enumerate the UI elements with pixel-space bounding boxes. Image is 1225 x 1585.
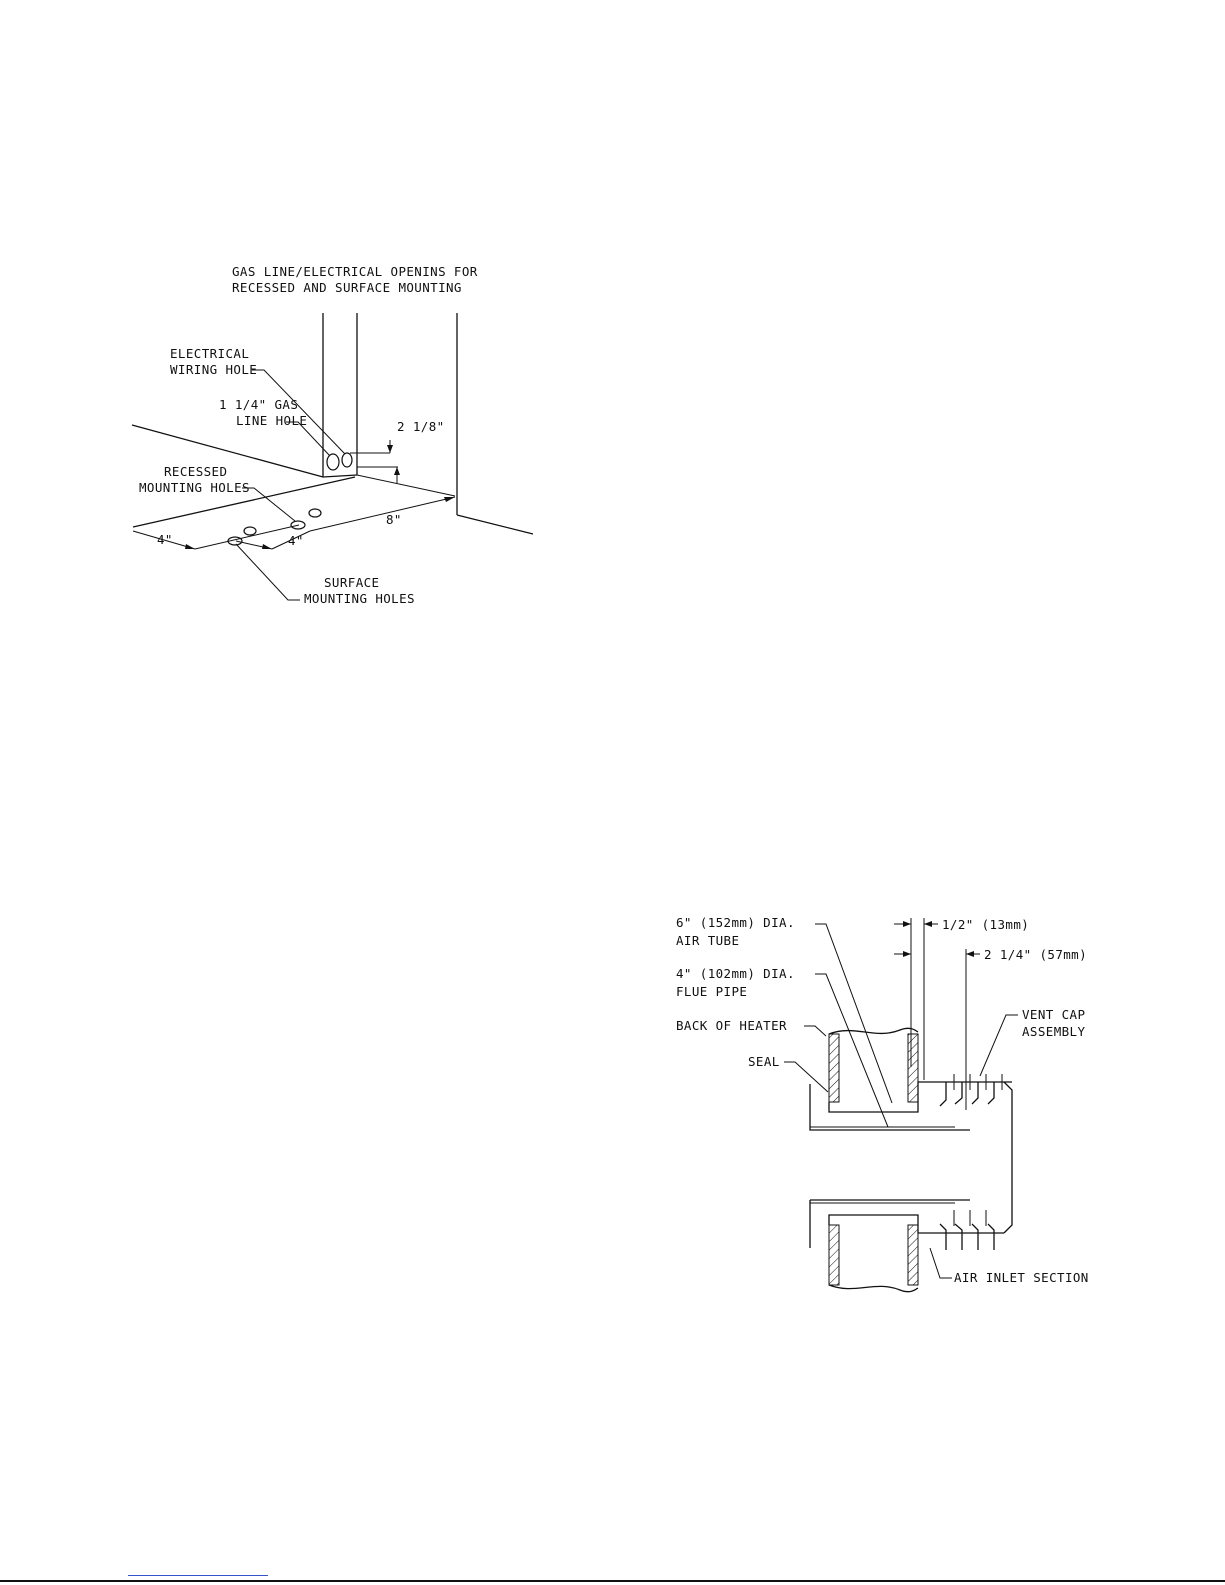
lower-pipe-break [828,1284,919,1293]
dim-half-arrow-left [903,921,911,927]
air-tube-label-line2: AIR TUBE [676,933,739,948]
floor-front-edge [132,476,356,528]
dim-8-arrow [444,497,455,502]
dim-4-left-line [132,530,196,550]
vent-cap-leader [979,1014,1018,1077]
air-tube-leader [815,923,893,1104]
mounting-openings-diagram: GAS LINE/ELECTRICAL OPENINS FOR RECESSED… [131,264,534,606]
surface-label-line2: MOUNTING HOLES [304,591,415,606]
vent-cap-side [1003,1081,1013,1234]
dim-2-1-4-arrow-right [966,951,974,957]
gas-line-hole [326,453,340,471]
electrical-wiring-hole [341,452,353,468]
air-inlet-leader [929,1247,952,1279]
dim-2-1-8-arrow-bottom [394,467,400,475]
flue-label-line1: 4" (102mm) DIA. [676,966,795,981]
vent-fin-3 [971,1082,979,1105]
gas-label-line2: LINE HOLE [236,413,307,428]
air-tube-label-line1: 6" (152mm) DIA. [676,915,795,930]
upper-outer-wall [809,1084,970,1131]
lower-collar [828,1214,1004,1234]
wall-floor-line-right [456,514,534,535]
dim-2-1-8-arrow-top [387,445,393,453]
dim-4-left-arrow [185,544,195,549]
openings-title-line1: GAS LINE/ELECTRICAL OPENINS FOR [232,264,478,279]
dim-4-mid-arrow [262,544,272,549]
dim-8-line-lower [309,496,456,532]
electrical-leader [252,369,346,455]
recessed-leader [242,487,296,522]
heater-base-line [322,474,358,478]
dim-2-1-4-label: 2 1/4" (57mm) [984,947,1087,962]
wall-floor-line-left [131,424,324,478]
vent-cap-label-line1: VENT CAP [1022,1007,1085,1022]
back-of-heater-leader [804,1025,827,1037]
dim-4-mid-line-right [271,530,311,550]
dim-2-1-4-arrow-left [903,951,911,957]
openings-title-line2: RECESSED AND SURFACE MOUNTING [232,280,462,295]
footer-rule [0,1580,1225,1582]
seal-label: SEAL [748,1054,780,1069]
lower-left-pipe-wall [828,1224,840,1286]
surface-mounting-hole-2 [243,526,257,536]
vent-section-diagram: 6" (152mm) DIA. AIR TUBE 4" (102mm) DIA.… [676,915,1089,1293]
dim-half-label: 1/2" (13mm) [942,917,1029,932]
electrical-label-line1: ELECTRICAL [170,346,249,361]
flue-leader [815,973,889,1128]
recessed-mounting-hole-2 [308,508,322,518]
dim-8-label: 8" [386,512,402,527]
lower-vent-fin-1 [939,1223,947,1250]
surface-leader [235,543,300,601]
vent-cap-label-line2: ASSEMBLY [1022,1024,1085,1039]
dim-4-ext-line [194,524,300,550]
lower-vent-fin-3 [971,1223,979,1250]
dim-8-line-upper [356,474,456,497]
vent-fin-1 [939,1082,947,1107]
upper-pipe-break [828,1027,919,1035]
lower-vent-fin-4 [987,1223,995,1250]
electrical-label-line2: WIRING HOLE [170,362,257,377]
surface-label-line1: SURFACE [324,575,379,590]
back-of-heater-label: BACK OF HEATER [676,1018,787,1033]
dim-4-mid-label: 4" [288,533,304,548]
gas-leader [286,421,331,457]
recessed-label-line2: MOUNTING HOLES [139,480,250,495]
gas-label-line1: 1 1/4" GAS [219,397,298,412]
vent-fin-2 [954,1082,963,1105]
recessed-label-line1: RECESSED [164,464,227,479]
upper-right-pipe-wall [907,1033,919,1103]
upper-collar [828,1081,945,1113]
footer-link-underline [128,1575,268,1576]
air-inlet-label: AIR INLET SECTION [954,1270,1089,1285]
upper-left-pipe-wall [828,1033,840,1103]
dim-4-left-label: 4" [157,532,173,547]
flue-label-line2: FLUE PIPE [676,984,747,999]
lower-vent-fin-2 [954,1223,963,1250]
lower-right-pipe-wall [907,1224,919,1286]
dim-half-arrow-right [924,921,932,927]
vent-fin-4 [987,1082,995,1105]
seal-leader [784,1061,829,1093]
dim-2-1-8-label: 2 1/8" [397,419,445,434]
